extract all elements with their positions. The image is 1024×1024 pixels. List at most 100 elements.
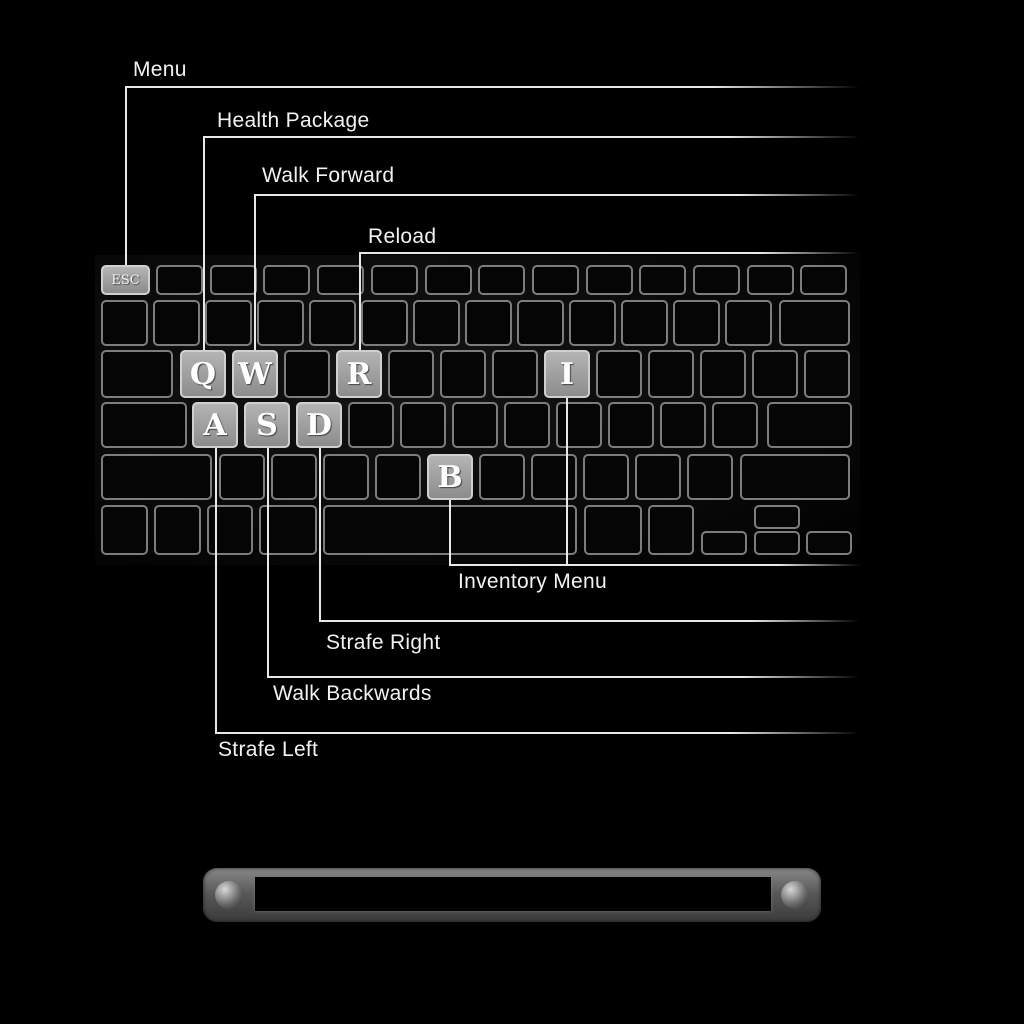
keyboard-key <box>752 350 798 398</box>
keyboard-key <box>531 454 577 500</box>
keyboard-key <box>400 402 446 448</box>
keyboard-key <box>207 505 253 555</box>
keyboard-key <box>156 265 203 295</box>
walk-forward-leader-vertical <box>254 194 256 350</box>
keyboard-key <box>648 350 694 398</box>
keyboard-key <box>101 350 173 398</box>
keyboard-key <box>583 454 629 500</box>
keyboard-key <box>413 300 460 346</box>
keyboard-key <box>452 402 498 448</box>
reload-leader-vertical <box>359 252 361 350</box>
inventory-leader-i-vertical <box>566 398 568 565</box>
keyboard-key <box>621 300 668 346</box>
keyboard-key <box>492 350 538 398</box>
keyboard-key <box>465 300 512 346</box>
keyboard-key <box>635 454 681 500</box>
strafe-right-leader-vertical <box>319 448 321 622</box>
keyboard-key <box>154 505 201 555</box>
keyboard-key <box>317 265 365 295</box>
keyboard-key <box>388 350 434 398</box>
reload-label: Reload <box>368 225 437 248</box>
keyboard-key <box>375 454 421 500</box>
key-d: D <box>296 402 342 448</box>
keyboard-key <box>257 300 304 346</box>
keyboard-key <box>101 300 148 346</box>
keyboard-key <box>585 265 633 295</box>
right-rivet-icon <box>781 881 809 909</box>
key-a: A <box>192 402 238 448</box>
keyboard-key <box>648 505 694 555</box>
keyboard-key <box>779 300 850 346</box>
keyboard-key <box>608 402 654 448</box>
keyboard-key <box>531 265 579 295</box>
walk-forward-leader-horizontal <box>254 194 860 196</box>
keyboard-key <box>767 402 852 448</box>
keyboard-key <box>687 454 733 500</box>
keyboard-key <box>348 402 394 448</box>
key-s: S <box>244 402 290 448</box>
keyboard-key <box>700 350 746 398</box>
keyboard-key <box>101 454 212 500</box>
keyboard-key <box>740 454 850 500</box>
keyboard-key <box>800 265 848 295</box>
keyboard-key <box>153 300 200 346</box>
keyboard-key <box>673 300 720 346</box>
health-leader-horizontal <box>203 136 860 138</box>
walk-backwards-label: Walk Backwards <box>273 682 432 705</box>
inventory-leader-horizontal <box>449 564 860 566</box>
keyboard-key <box>478 265 526 295</box>
keyboard-key <box>725 300 772 346</box>
keyboard-key <box>424 265 472 295</box>
keyboard-key <box>804 350 850 398</box>
keyboard-key <box>596 350 642 398</box>
keyboard-key <box>309 300 356 346</box>
keyboard-key <box>693 265 740 295</box>
key-i: I <box>544 350 590 398</box>
keyboard-key <box>701 531 747 555</box>
health-package-label: Health Package <box>217 109 370 132</box>
strafe-right-label: Strafe Right <box>326 631 441 654</box>
reload-leader-horizontal <box>359 252 860 254</box>
menu-leader-horizontal <box>125 86 860 88</box>
walk-backwards-leader-vertical <box>267 448 269 678</box>
key-esc: ESC <box>101 265 150 295</box>
inventory-menu-label: Inventory Menu <box>458 570 607 593</box>
key-b: B <box>427 454 473 500</box>
keyboard-key <box>205 300 252 346</box>
keyboard-key <box>660 402 706 448</box>
keyboard-key <box>806 531 852 555</box>
keyboard-key <box>101 402 187 448</box>
keyboard-key <box>517 300 564 346</box>
keyboard-key <box>556 402 602 448</box>
keyboard-key <box>584 505 642 555</box>
key-q: Q <box>180 350 226 398</box>
keyboard-key <box>284 350 330 398</box>
keyboard-key <box>479 454 525 500</box>
menu-leader-vertical <box>125 86 127 265</box>
keyboard-key <box>746 265 794 295</box>
keyboard-key <box>219 454 265 500</box>
keyboard-key <box>639 265 687 295</box>
strafe-left-leader-horizontal <box>215 732 860 734</box>
inventory-leader-b-vertical <box>449 500 451 565</box>
keyboard-key <box>361 300 408 346</box>
health-leader-vertical <box>203 136 205 350</box>
strafe-right-leader-horizontal <box>319 620 860 622</box>
keyboard-key <box>569 300 616 346</box>
keyboard-key <box>271 454 317 500</box>
keyboard-key <box>101 505 148 555</box>
keyboard-key <box>504 402 550 448</box>
metal-frame-bar <box>203 868 821 922</box>
keyboard-key <box>754 531 800 555</box>
key-w: W <box>232 350 278 398</box>
strafe-left-leader-vertical <box>215 448 217 734</box>
keyboard-key <box>263 265 311 295</box>
walk-backwards-leader-horizontal <box>267 676 860 678</box>
left-rivet-icon <box>215 881 243 909</box>
keyboard-key <box>754 505 800 529</box>
strafe-left-label: Strafe Left <box>218 738 319 761</box>
keyboard-key <box>370 265 418 295</box>
keyboard-key <box>209 265 257 295</box>
keyboard-key <box>440 350 486 398</box>
